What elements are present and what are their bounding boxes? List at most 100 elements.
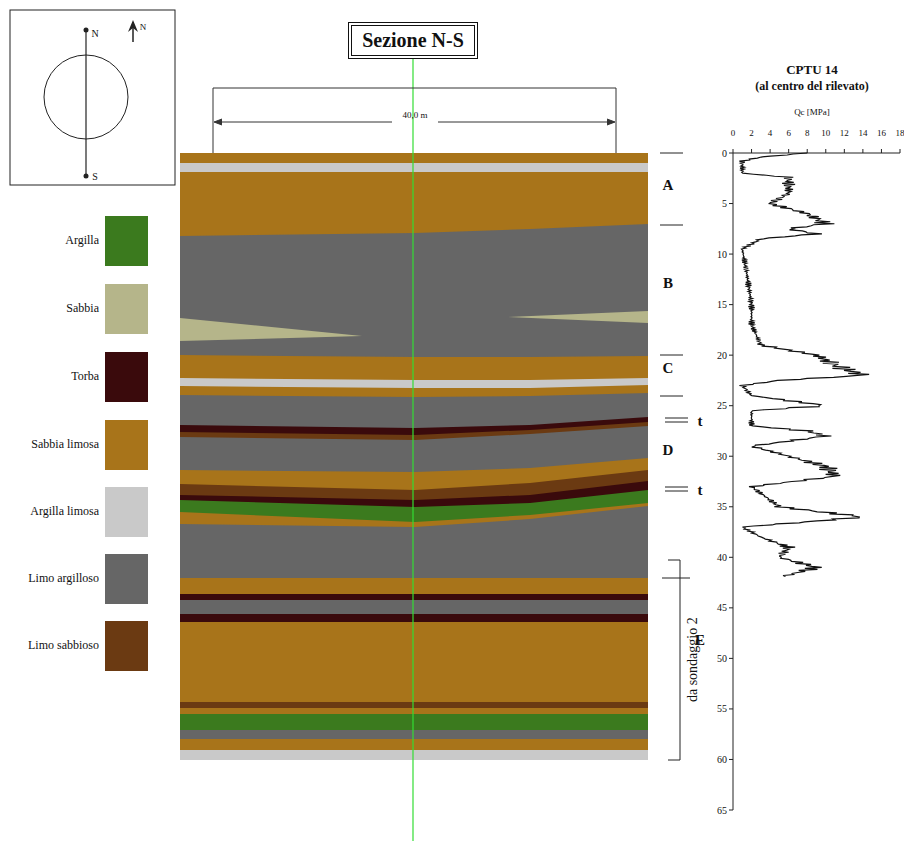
- axis-tick: [844, 149, 845, 153]
- legend-label: Sabbia limosa: [31, 438, 99, 451]
- soil-layer: [180, 426, 648, 760]
- legend-item: Limo sabbioso: [0, 621, 160, 671]
- soil-layer: [180, 172, 648, 760]
- axis-tick: [729, 254, 733, 255]
- dimension-arrow: [214, 119, 222, 125]
- axis-tick: [729, 759, 733, 760]
- soil-layers: [180, 153, 648, 760]
- soil-layer: [180, 503, 648, 760]
- tick-label: 2: [749, 129, 754, 139]
- axis-tick: [729, 405, 733, 406]
- inset-frame: [10, 10, 175, 185]
- legend-swatch: [105, 554, 148, 604]
- legend-item: Torba: [0, 352, 160, 402]
- unit-letter: C: [663, 360, 674, 377]
- tick-label: 14: [858, 129, 867, 139]
- trace-end: [84, 174, 89, 179]
- tick-label: 35: [717, 501, 727, 512]
- peat-letter: t: [698, 413, 703, 430]
- axis-tick: [729, 557, 733, 558]
- legend-label: Argilla limosa: [30, 505, 99, 518]
- peat-tick: [665, 418, 688, 419]
- axis-tick: [788, 149, 789, 153]
- axis-tick: [729, 810, 733, 811]
- axis-tick: [881, 149, 882, 153]
- dimension-frame: [213, 88, 616, 153]
- tick-label: 5: [722, 198, 727, 209]
- soil-layer: [180, 153, 648, 760]
- soil-layer: [180, 422, 648, 760]
- tick-label: 18: [896, 129, 904, 139]
- legend-swatch: [105, 621, 148, 671]
- tick-label: 65: [717, 805, 727, 816]
- unit-tick: [660, 225, 683, 226]
- soil-layer: [180, 470, 648, 760]
- tick-label: 6: [786, 129, 791, 139]
- soil-layer: [180, 594, 648, 760]
- unit-letter: D: [663, 442, 674, 459]
- peat-letter: t: [698, 482, 703, 499]
- axis-tick: [729, 456, 733, 457]
- unit-letter: A: [663, 177, 674, 194]
- axis-tick: [807, 149, 808, 153]
- dimension-line: [438, 122, 613, 123]
- soil-layer: [180, 614, 648, 760]
- soil-layer: [180, 622, 648, 760]
- soil-layer: [180, 708, 648, 760]
- axis-tick: [733, 149, 734, 153]
- tick-label: 0: [731, 129, 736, 139]
- legend-item: Argilla limosa: [0, 487, 160, 537]
- soil-layer: [180, 600, 648, 760]
- legend-swatch: [105, 284, 148, 334]
- tick-label: 40: [717, 552, 727, 563]
- unit-tick: [662, 578, 690, 579]
- tick-label: 16: [877, 129, 886, 139]
- soil-layer: [180, 163, 648, 760]
- legend-label: Sabbia: [66, 302, 99, 315]
- qc-axis: [733, 153, 900, 154]
- legend-swatch: [105, 420, 148, 470]
- dimension-arrow: [607, 119, 615, 125]
- axis-tick: [729, 708, 733, 709]
- axis-tick: [825, 149, 826, 153]
- tick-label: 8: [805, 129, 810, 139]
- soil-layer: [180, 481, 648, 760]
- borehole-label: da sondaggio 2: [684, 618, 699, 703]
- compass-letter: N: [91, 28, 98, 39]
- legend-swatch: [105, 216, 148, 266]
- soil-layer: [180, 393, 648, 760]
- tick-label: 60: [717, 754, 727, 765]
- tick-label: 15: [717, 299, 727, 310]
- soil-layer: [180, 739, 648, 760]
- axis-tick: [900, 149, 901, 153]
- axis-tick: [729, 506, 733, 507]
- tick-label: 55: [717, 703, 727, 714]
- soil-layer: [180, 714, 648, 760]
- soil-layer: [180, 730, 648, 760]
- axis-tick: [729, 658, 733, 659]
- north-arrow-head: [128, 20, 138, 32]
- tick-label: 30: [717, 451, 727, 462]
- sand-lens: [508, 311, 648, 323]
- soil-layer: [180, 578, 648, 760]
- legend-item: Sabbia limosa: [0, 420, 160, 470]
- axis-tick: [729, 304, 733, 305]
- soil-layer: [180, 458, 648, 760]
- legend-label: Torba: [71, 370, 99, 383]
- soil-layer: [180, 702, 648, 760]
- compass-letter: S: [92, 171, 98, 182]
- legend-label: Limo sabbioso: [28, 639, 99, 652]
- trace-end: [84, 28, 89, 33]
- tick-label: 0: [722, 148, 727, 159]
- sand-lens: [180, 318, 362, 341]
- unit-tick: [660, 153, 683, 154]
- soil-layer: [180, 417, 648, 760]
- unit-tick: [660, 396, 683, 397]
- legend-label: Limo argilloso: [28, 572, 99, 585]
- unit-letter: B: [663, 275, 673, 292]
- unit-tick: [660, 355, 683, 356]
- axis-tick: [729, 607, 733, 608]
- dimension-label: 40,0 m: [402, 111, 427, 121]
- section-title: Sezione N-S: [348, 22, 478, 59]
